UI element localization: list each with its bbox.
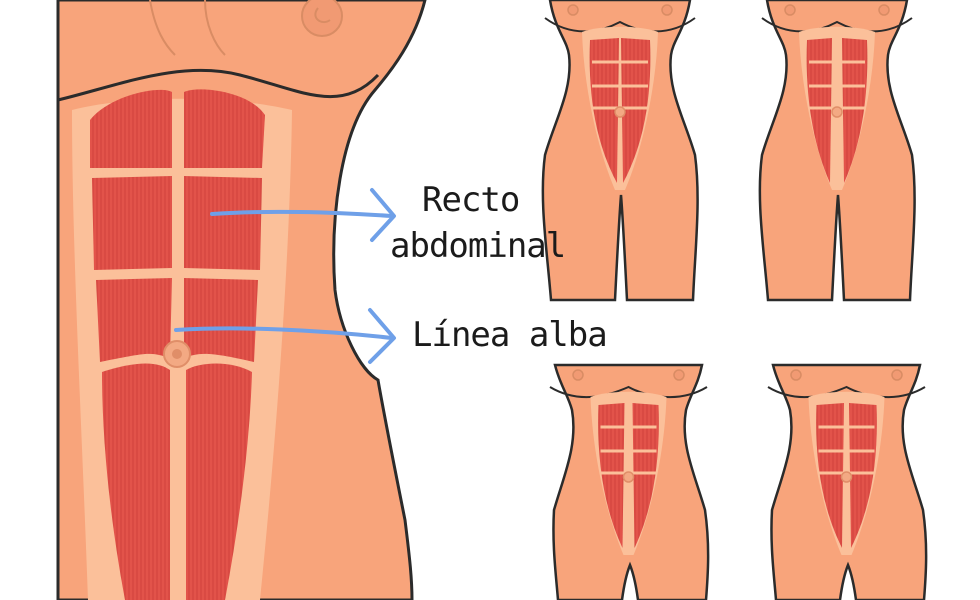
small-torso-top-right-navel xyxy=(831,106,843,118)
main-rectus-left xyxy=(90,89,172,600)
label-rectus-line2: abdominal xyxy=(390,226,566,266)
small-torso-bottom-right-navel xyxy=(840,471,853,483)
small-torso-bottom-right xyxy=(767,363,928,600)
small-torso-top-left-rectus-left xyxy=(589,38,619,183)
main-chest-line xyxy=(57,68,380,102)
label-rectus-line1: Recto xyxy=(422,180,520,220)
small-torso-top-left-navel xyxy=(614,106,626,118)
main-torso xyxy=(56,0,427,600)
main-nipple xyxy=(301,0,343,37)
small-torso-bottom-left-rectus-right xyxy=(632,403,659,548)
small-torso-top-right xyxy=(758,0,916,302)
label-linea-alba: Línea alba xyxy=(412,315,608,355)
small-torso-bottom-left-navel xyxy=(622,471,635,483)
small-torso-top-left-rectus-right xyxy=(621,38,651,183)
main-cleavage-line xyxy=(149,0,176,56)
arrow-linea-alba xyxy=(174,308,396,364)
small-torso-top-left xyxy=(541,0,699,302)
small-torso-top-right-rectus-left xyxy=(806,38,832,183)
small-torso-bottom-left xyxy=(549,363,710,600)
small-torso-bottom-right-rectus-right xyxy=(849,403,877,548)
small-torso-bottom-left-rectus-left xyxy=(598,403,625,548)
main-rectus-right xyxy=(184,89,265,600)
arrow-rectus xyxy=(210,188,396,242)
small-torso-top-right-rectus-right xyxy=(842,38,868,183)
main-cleavage-line-2 xyxy=(204,0,226,56)
small-torso-bottom-right-rectus-left xyxy=(816,403,844,548)
